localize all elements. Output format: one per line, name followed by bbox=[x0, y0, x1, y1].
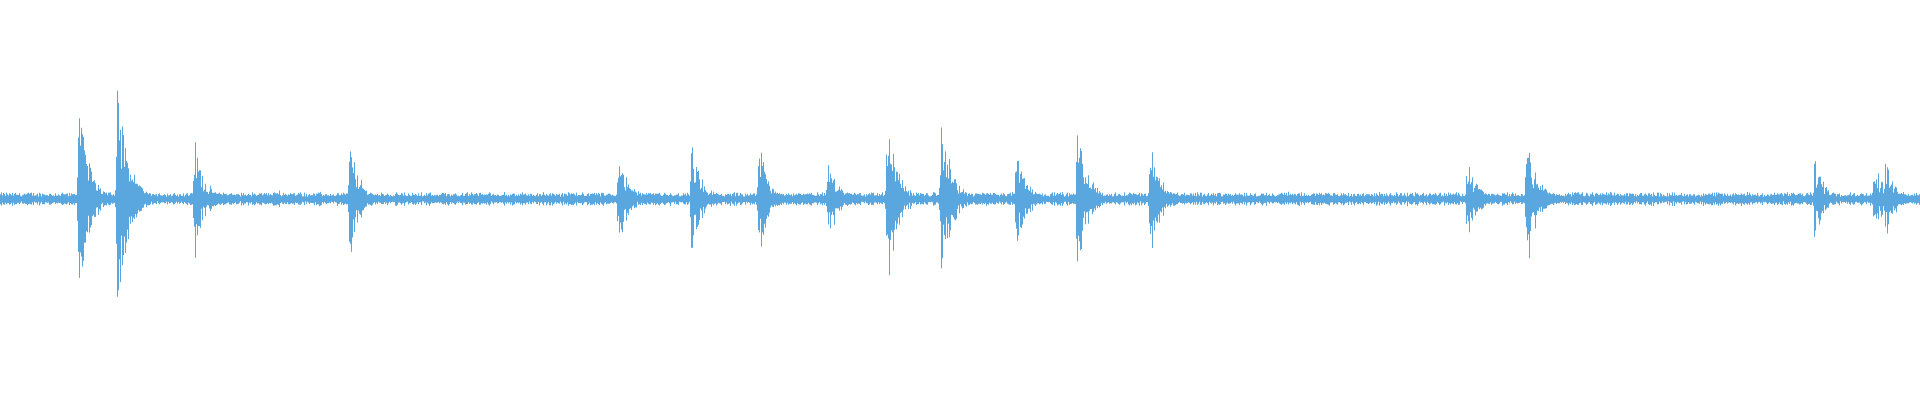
waveform-path bbox=[0, 90, 1920, 297]
waveform-samples bbox=[0, 90, 1920, 297]
